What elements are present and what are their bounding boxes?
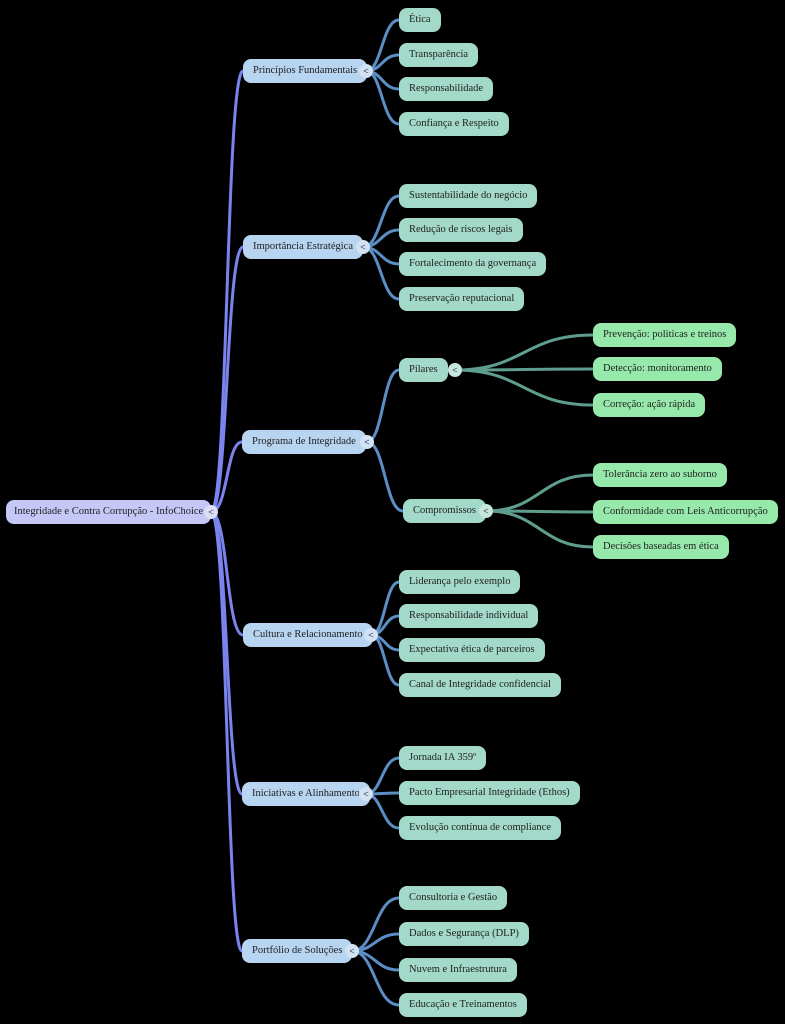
node-reducao-de-riscos-legais[interactable]: Redução de riscos legais bbox=[399, 218, 523, 242]
node-expectativa-etica-de-parceiros[interactable]: Expectativa ética de parceiros bbox=[399, 638, 545, 662]
collapse-toggle-icon[interactable]: < bbox=[360, 435, 374, 449]
collapse-toggle-icon[interactable]: < bbox=[359, 787, 373, 801]
node-educacao-e-treinamentos[interactable]: Educação e Treinamentos bbox=[399, 993, 527, 1017]
collapse-toggle-icon[interactable]: < bbox=[359, 64, 373, 78]
node-iniciativas-e-alinhamento[interactable]: Iniciativas e Alinhamento bbox=[242, 782, 370, 806]
node-sustentabilidade-do-negocio[interactable]: Sustentabilidade do negócio bbox=[399, 184, 538, 208]
node-prevencao-politicas-e-treinos[interactable]: Prevenção: politicas e treinos bbox=[593, 323, 737, 347]
node-decisoes-baseadas-em-etica[interactable]: Decisões baseadas em ética bbox=[593, 535, 729, 559]
node-portfolio-de-solucoes[interactable]: Portfólio de Soluções bbox=[242, 939, 353, 963]
node-compromissos[interactable]: Compromissos bbox=[403, 499, 487, 523]
connector bbox=[453, 368, 595, 407]
node-responsabilidade[interactable]: Responsabilidade bbox=[399, 77, 494, 101]
collapse-toggle-icon[interactable]: < bbox=[448, 363, 462, 377]
node-responsabilidade-individual[interactable]: Responsabilidade individual bbox=[399, 604, 539, 628]
collapse-toggle-icon[interactable]: < bbox=[356, 240, 370, 254]
collapse-toggle-icon[interactable]: < bbox=[345, 944, 359, 958]
connector bbox=[364, 792, 401, 830]
connector bbox=[209, 245, 245, 514]
node-importancia-estrategica[interactable]: Importância Estratégica bbox=[243, 235, 363, 259]
connector bbox=[484, 473, 595, 513]
connector bbox=[484, 509, 595, 549]
collapse-toggle-icon[interactable]: < bbox=[479, 504, 493, 518]
connector bbox=[365, 368, 401, 444]
collapse-toggle-icon[interactable]: < bbox=[364, 628, 378, 642]
connector bbox=[209, 510, 245, 637]
node-programa-de-integridade[interactable]: Programa de Integridade bbox=[242, 430, 366, 454]
node-nuvem-e-infraestrutura[interactable]: Nuvem e Infraestrutura bbox=[399, 958, 517, 982]
node-dados-e-seguranca-dlp[interactable]: Dados e Segurança (DLP) bbox=[399, 922, 529, 946]
connector bbox=[365, 440, 405, 513]
node-preservacao-reputacional[interactable]: Preservação reputacional bbox=[399, 287, 525, 311]
connector bbox=[209, 69, 245, 514]
collapse-toggle-icon[interactable]: < bbox=[204, 505, 218, 519]
node-conformidade-com-leis-anticorrupcao[interactable]: Conformidade com Leis Anticorrupção bbox=[593, 500, 778, 524]
node-fortalecimento-da-governanca[interactable]: Fortalecimento da governança bbox=[399, 252, 547, 276]
node-jornada-ia-359[interactable]: Jornada IA 359º bbox=[399, 746, 487, 770]
node-etica[interactable]: Ética bbox=[399, 8, 441, 32]
node-correcao-acao-rapida[interactable]: Correção: ação rápida bbox=[593, 393, 706, 417]
node-pilares[interactable]: Pilares bbox=[399, 358, 448, 382]
node-cultura-e-relacionamento[interactable]: Cultura e Relacionamento bbox=[243, 623, 373, 647]
node-root[interactable]: Integridade e Contra Corrupção - InfoCho… bbox=[6, 500, 212, 524]
node-confianca-e-respeito[interactable]: Confiança e Respeito bbox=[399, 112, 509, 136]
node-pacto-empresarial-integridade-ethos[interactable]: Pacto Empresarial Integridade (Ethos) bbox=[399, 781, 580, 805]
node-principios-fundamentais[interactable]: Princípios Fundamentais bbox=[243, 59, 368, 83]
node-transparencia[interactable]: Transparência bbox=[399, 43, 479, 67]
node-consultoria-e-gestao[interactable]: Consultoria e Gestão bbox=[399, 886, 508, 910]
node-deteccao-monitoramento[interactable]: Detecção: monitoramento bbox=[593, 357, 722, 381]
connector bbox=[209, 510, 244, 953]
connector bbox=[453, 333, 595, 372]
node-lideranca-pelo-exemplo[interactable]: Liderança pelo exemplo bbox=[399, 570, 521, 594]
node-evolucao-continua-de-compliance[interactable]: Evolução contínua de compliance bbox=[399, 816, 561, 840]
node-canal-de-integridade-confidencial[interactable]: Canal de Integridade confidencial bbox=[399, 673, 561, 697]
node-tolerancia-zero-ao-suborno[interactable]: Tolerância zero ao suborno bbox=[593, 463, 727, 487]
